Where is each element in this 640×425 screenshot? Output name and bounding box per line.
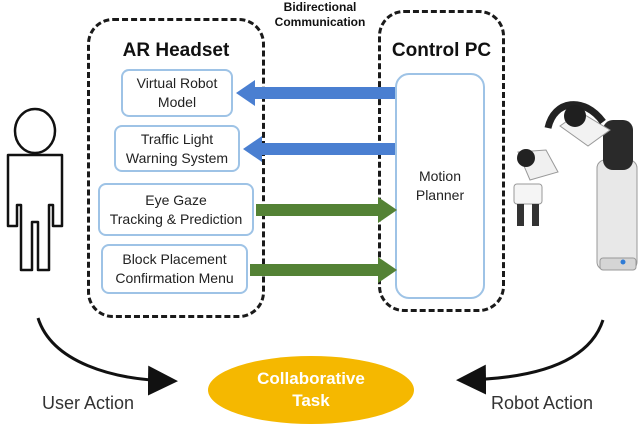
ar-headset-group — [87, 18, 265, 318]
green-arrow-block-placement — [250, 257, 397, 283]
control-pc-group — [378, 10, 505, 312]
green-arrow-eye-gaze — [256, 197, 397, 223]
blue-arrow-traffic-light — [243, 136, 395, 162]
control-pc-title: Control PC — [391, 40, 492, 61]
motion-planner-module: Motion Planner — [395, 73, 485, 299]
communication-label: Bidirectional Communication — [274, 0, 366, 29]
user-figure-icon — [6, 107, 64, 272]
user-action-curve — [36, 317, 178, 396]
robot-action-curve — [456, 319, 605, 395]
block-placement-menu-module: Block Placement Confirmation Menu — [101, 244, 248, 294]
collaborative-task-ellipse: Collaborative Task — [208, 356, 414, 424]
blue-arrow-virtual-robot — [236, 80, 395, 106]
virtual-robot-model-module: Virtual Robot Model — [121, 69, 233, 117]
user-action-label: User Action — [42, 393, 135, 413]
robot-arm-icon — [513, 101, 638, 271]
robot-action-label: Robot Action — [491, 393, 594, 413]
ar-headset-title: AR Headset — [122, 40, 230, 61]
eye-gaze-tracking-module: Eye Gaze Tracking & Prediction — [98, 183, 254, 236]
traffic-light-warning-module: Traffic Light Warning System — [114, 125, 240, 172]
